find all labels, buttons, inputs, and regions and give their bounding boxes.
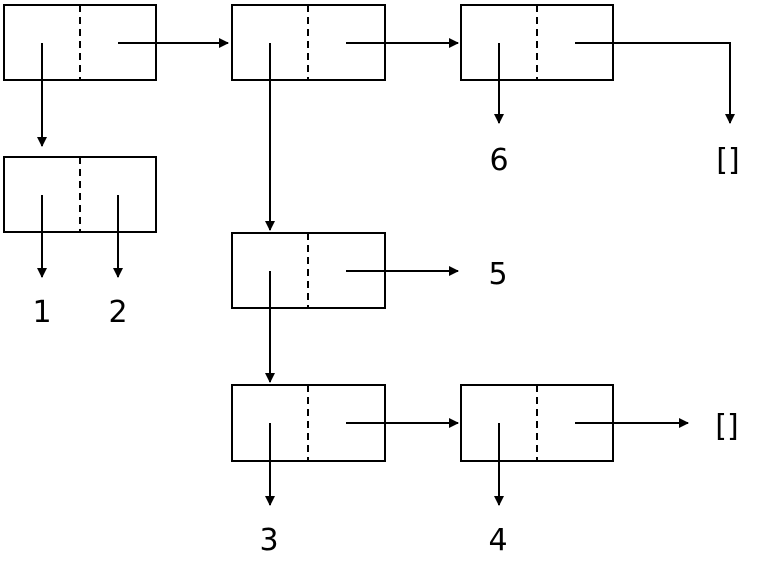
nil-label-top: [] — [716, 143, 739, 178]
atom-label-5: 5 — [488, 257, 507, 292]
arrow-top3-cdr — [575, 42, 735, 124]
atom-label-2: 2 — [108, 295, 127, 330]
nil-label-bottom: [] — [715, 409, 738, 444]
atom-label-3: 3 — [259, 523, 278, 558]
atom-label-1: 1 — [32, 295, 51, 330]
atom-label-4: 4 — [488, 523, 507, 558]
cons-cell-left-pair — [3, 156, 157, 233]
atom-label-6: 6 — [489, 143, 508, 178]
